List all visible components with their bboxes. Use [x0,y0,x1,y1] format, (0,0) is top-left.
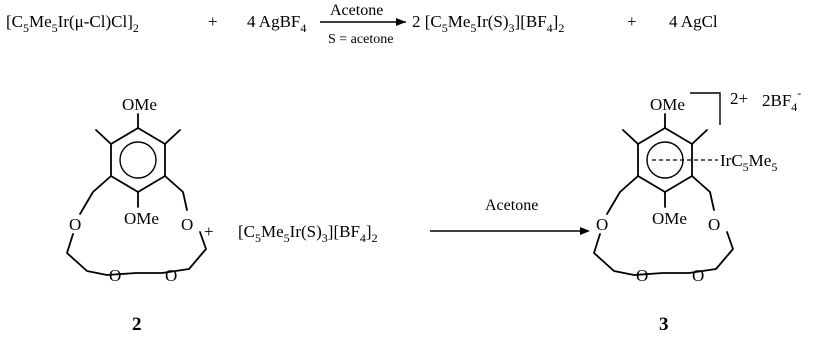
methoxy-top-label-3: OMe [650,95,685,114]
crown-oxygen-3-1: O [596,215,608,234]
metal-fragment-label: IrC5Me5 [720,151,777,174]
product-iridium-complex: 2 [C5Me5Ir(S)3][BF4]2 [412,12,564,35]
crown-oxygen-4: O [181,215,193,234]
crown-oxygen-1: O [69,215,81,234]
arrow-head-2 [580,227,590,235]
reactant-silver-salt: 4 AgBF4 [247,12,306,35]
aromatic-circle [119,141,157,179]
crown-chain-right [164,175,188,211]
methyl-right [164,129,181,145]
crown-chain-left-3 [606,175,639,215]
reactant-dimer: [C5Me5Ir(μ-Cl)Cl]2 [6,12,139,35]
methyl-left-3 [622,129,639,145]
plus-sign-3: + [204,222,214,241]
methoxy-bottom-label: OMe [124,209,159,228]
product-silver-chloride: 4 AgCl [669,12,718,31]
plus-sign-1: + [208,12,218,31]
charge-bracket [690,92,721,125]
counterion-label: 2BF4- [762,86,801,114]
arrow-label-acetone: Acetone [330,2,383,19]
equation-1: [C5Me5Ir(μ-Cl)Cl]2 + 4 AgBF4 Acetone S =… [6,2,718,47]
charge-label: 2+ [730,89,748,108]
plus-sign-2: + [627,12,637,31]
arrow-label-acetone-2: Acetone [485,197,538,214]
crown-backbone-3 [593,231,734,276]
crown-chain-right-3 [691,175,715,211]
crown-oxygen-3-4: O [708,215,720,234]
reagent-iridium-complex: [C5Me5Ir(S)3][BF4]2 [238,222,378,245]
arrow-head-1 [396,18,406,26]
arrow-label-solvent: S = acetone [328,32,393,47]
methoxy-bottom-label-3: OMe [652,209,687,228]
compound-label-3: 3 [659,314,669,335]
benzene-ring [110,127,166,193]
methoxy-top-label: OMe [122,95,157,114]
methyl-left [95,129,112,145]
compound-label-2: 2 [132,314,142,335]
crown-backbone [66,231,207,276]
methyl-right-3 [691,129,708,145]
crown-oxygen-2: O [109,266,121,285]
crown-oxygen-3-2: O [636,266,648,285]
compound-2-structure: OMe OMe O O O O [66,95,207,285]
crown-oxygen-3: O [165,266,177,285]
crown-oxygen-3-3: O [692,266,704,285]
compound-3-structure: OMe OMe O O O O IrC5Me5 2+ 2BF4- [593,86,801,285]
crown-chain-left [79,175,112,215]
